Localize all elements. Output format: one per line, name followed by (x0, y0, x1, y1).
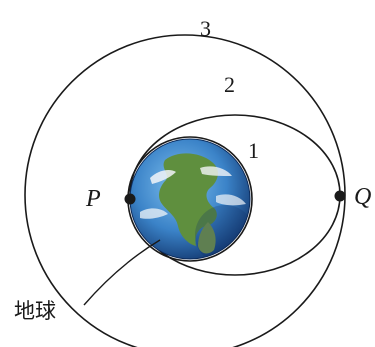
earth-label: 地球 (14, 299, 56, 323)
point-p-label: P (85, 186, 101, 212)
orbit-1-label: 1 (248, 138, 259, 163)
point-q-label: Q (354, 184, 371, 210)
point-q-dot (334, 190, 346, 202)
orbit-2-label: 2 (224, 72, 235, 97)
earth (129, 138, 251, 260)
orbit-3-label: 3 (200, 16, 211, 41)
point-p-dot (124, 193, 136, 205)
earth-leader-line (83, 239, 161, 306)
